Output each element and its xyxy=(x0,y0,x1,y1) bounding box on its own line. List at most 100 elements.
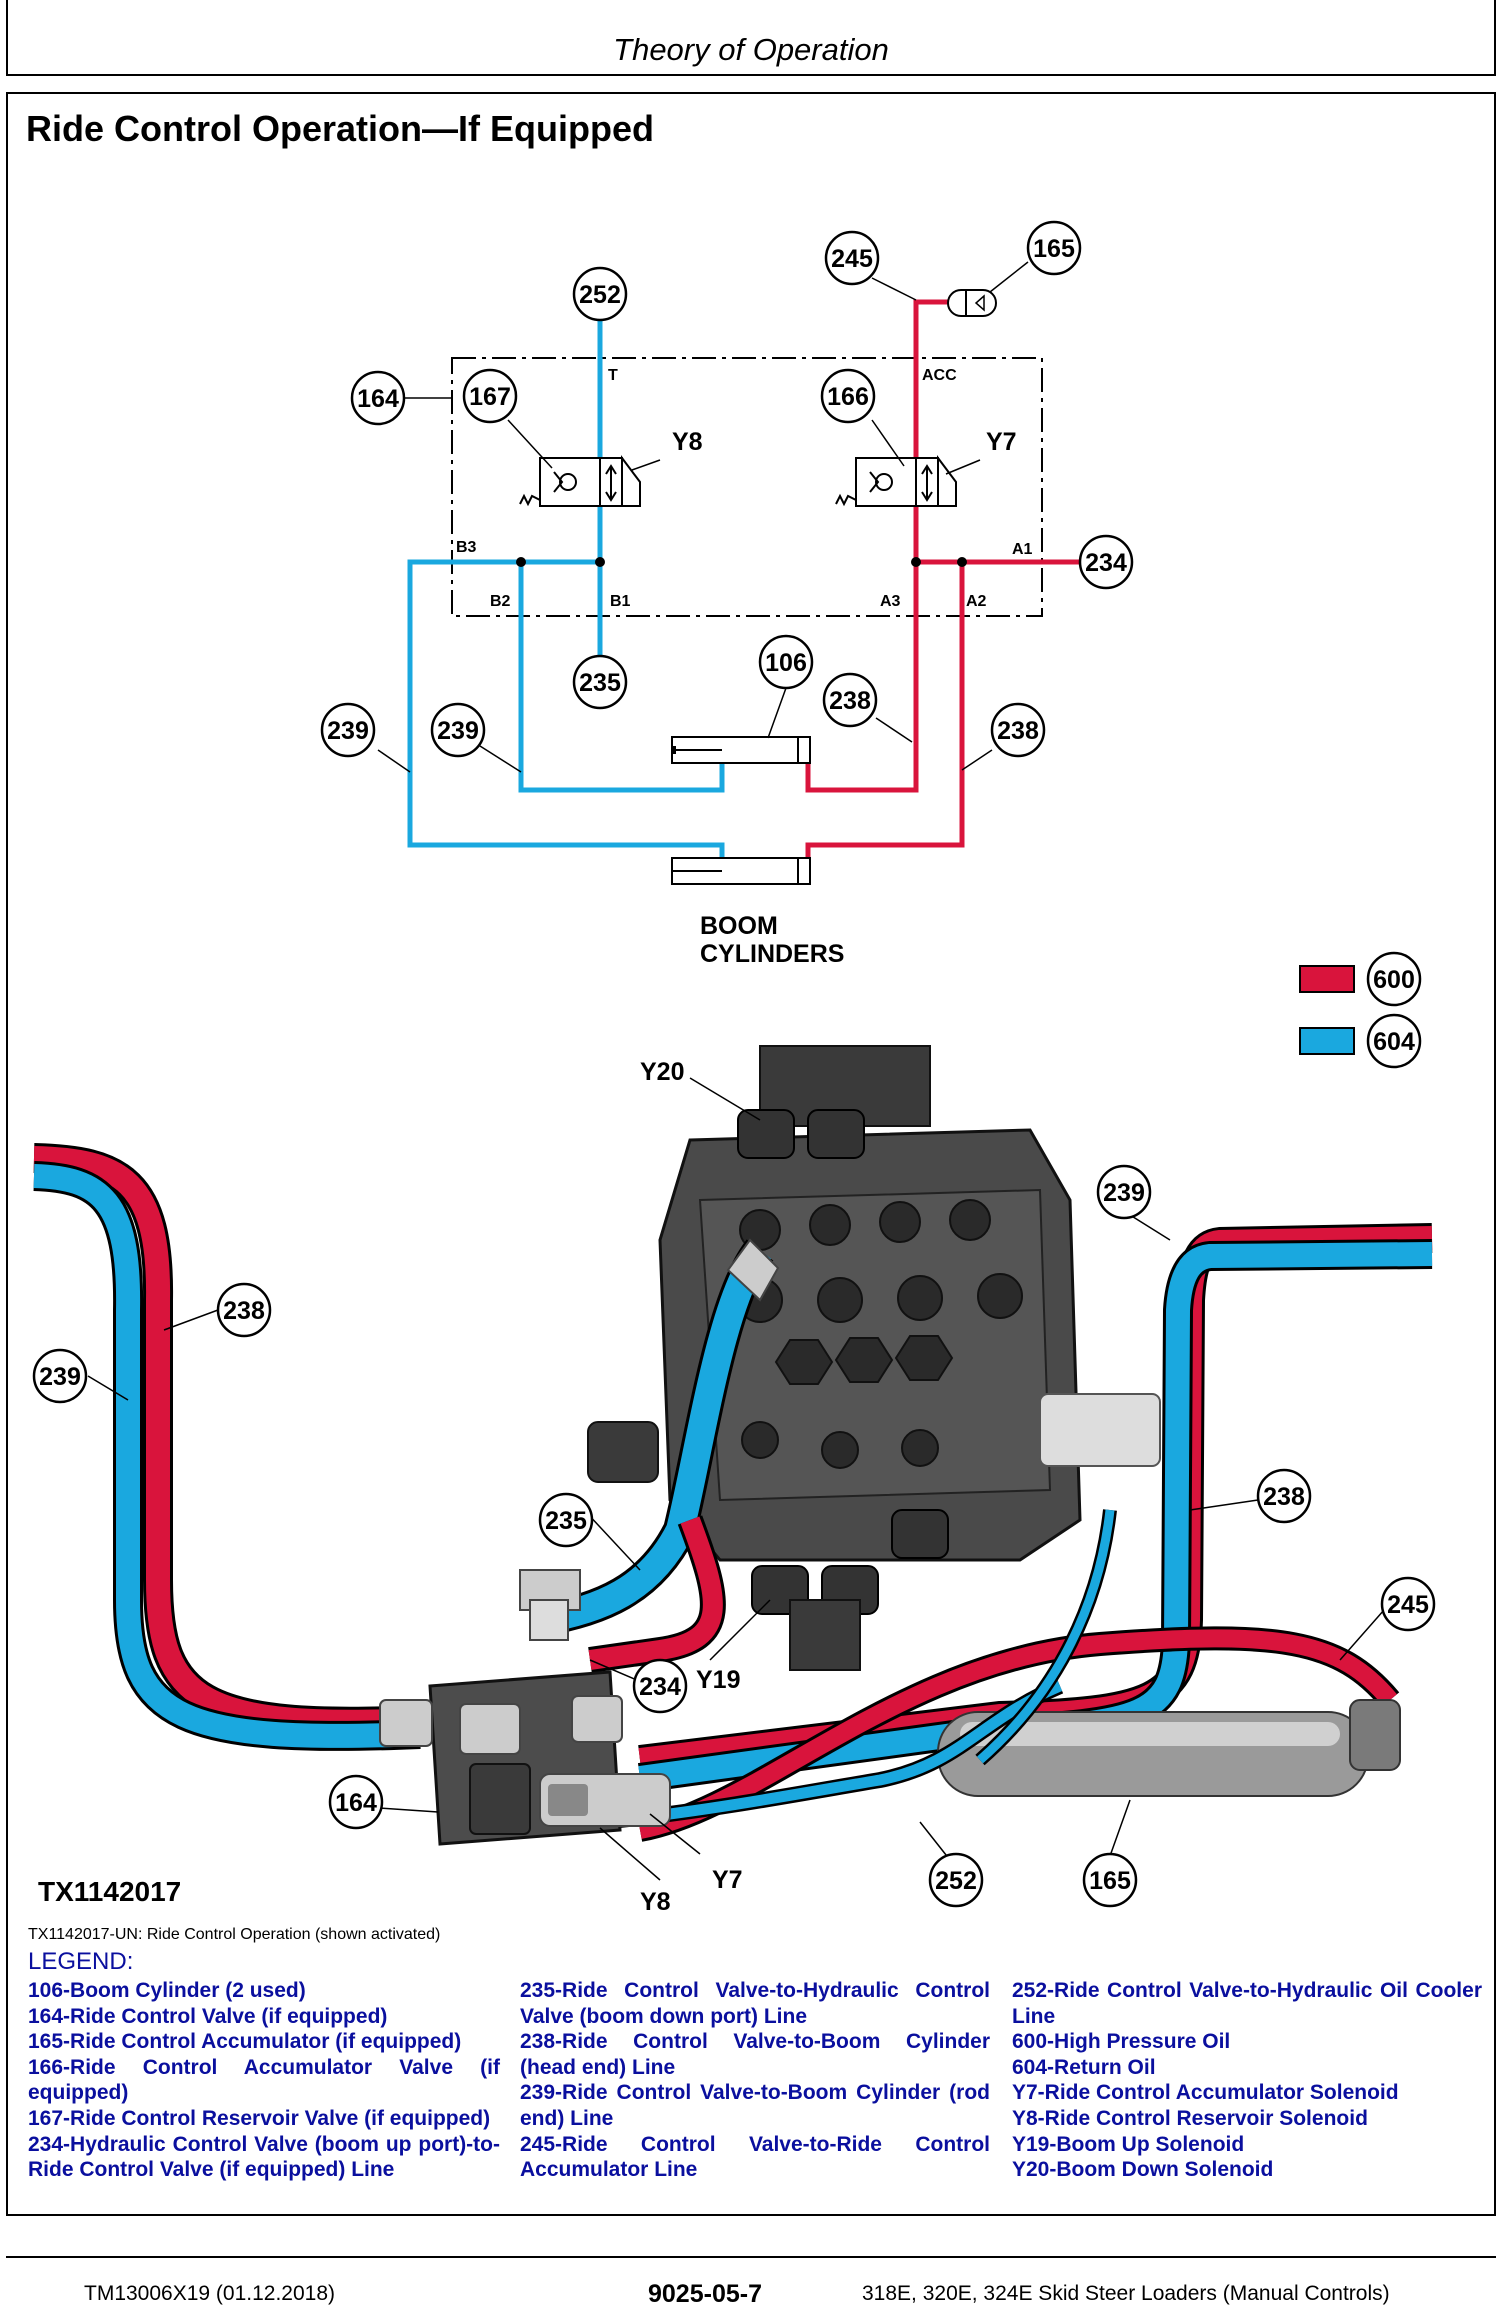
svg-text:239: 239 xyxy=(39,1363,81,1391)
callout-239: 239 xyxy=(430,702,486,758)
legend-item: 604-Return Oil xyxy=(1012,2055,1156,2079)
junction-dots xyxy=(516,557,967,567)
legend-item: 106-Boom Cylinder (2 used) xyxy=(28,1979,306,2002)
callout-164: 164 xyxy=(350,370,406,426)
key-600-label: 600 xyxy=(1373,966,1415,994)
port-acc: ACC xyxy=(922,367,957,384)
photo-callout-164: 164 xyxy=(328,1774,384,1830)
hose-239-left xyxy=(33,1164,421,1748)
svg-text:167: 167 xyxy=(469,383,511,411)
photo-y8-label: Y8 xyxy=(640,1888,671,1916)
legend-item: 238-Ride Control Valve-to-Boom Cylinder … xyxy=(520,2030,990,2079)
legend-column-2: 235-Ride Control Valve-to-Hydraulic Cont… xyxy=(520,1978,990,2183)
port-labels: T ACC B3 B2 B1 A3 A2 A1 xyxy=(456,367,1033,610)
callout-166: 166 xyxy=(820,368,876,424)
high-pressure-swatch xyxy=(1299,965,1355,993)
photo-callout-165: 165 xyxy=(1082,1852,1138,1908)
legend-column-3: 252-Ride Control Valve-to-Hydraulic Oil … xyxy=(1012,1978,1482,2183)
port-b2: B2 xyxy=(490,593,511,610)
accumulator-165 xyxy=(937,1699,1401,1797)
legend-item: 245-Ride Control Valve-to-Ride Control A… xyxy=(520,2132,990,2182)
legend-title: LEGEND: xyxy=(28,1948,134,1975)
hose-252b xyxy=(977,1509,1115,1764)
boom-cylinders-label-line2: CYLINDERS xyxy=(700,940,844,968)
port-a1: A1 xyxy=(1012,541,1033,558)
port-b3: B3 xyxy=(456,539,477,556)
port-t: T xyxy=(608,367,618,384)
callout-234: 234 xyxy=(1078,534,1134,590)
page-header: Theory of Operation xyxy=(6,0,1496,76)
svg-text:239: 239 xyxy=(327,717,369,745)
photo-callout-238: 238 xyxy=(216,1282,272,1338)
boom-cylinders-label-line1: BOOM xyxy=(700,912,778,940)
legend-item: Y20-Boom Down Solenoid xyxy=(1012,2158,1274,2182)
legend-item: Y19-Boom Up Solenoid xyxy=(1012,2132,1245,2156)
high-pressure-oil-lines xyxy=(805,299,1088,868)
svg-text:235: 235 xyxy=(545,1507,587,1535)
boom-cylinder-symbol-1 xyxy=(671,736,811,764)
hose-235 xyxy=(537,1241,772,1634)
footer-doc-id: TM13006X19 (01.12.2018) xyxy=(84,2282,336,2305)
accumulator-valve-symbol xyxy=(835,455,957,507)
reservoir-valve-symbol xyxy=(519,455,641,507)
svg-text:164: 164 xyxy=(357,385,399,413)
svg-text:166: 166 xyxy=(827,383,869,411)
figure-id: TX1142017 xyxy=(38,1876,182,1907)
figure-caption: TX1142017-UN: Ride Control Operation (sh… xyxy=(28,1926,441,1943)
svg-text:238: 238 xyxy=(829,687,871,715)
hose-238-left xyxy=(33,1146,421,1734)
callout-106: 106 xyxy=(758,634,814,690)
schematic: T ACC B3 B2 B1 A3 A2 A1 Y8 Y7 BOOM CYLIN… xyxy=(320,220,1134,968)
svg-text:252: 252 xyxy=(579,281,621,309)
return-oil-lines xyxy=(407,320,725,871)
callout-238: 238 xyxy=(990,702,1046,758)
hose-234 xyxy=(588,1516,723,1670)
svg-text:234: 234 xyxy=(1085,549,1127,577)
content-frame xyxy=(6,92,1496,2216)
legend-item: 239-Ride Control Valve-to-Boom Cylinder … xyxy=(520,2081,990,2130)
photo-y7-label: Y7 xyxy=(712,1866,743,1894)
hydraulic-control-valve xyxy=(587,1045,1161,1671)
legend-item: 235-Ride Control Valve-to-Hydraulic Cont… xyxy=(520,1979,990,2028)
port-b1: B1 xyxy=(610,593,631,610)
schematic-leaders xyxy=(377,261,1088,773)
schematic-callouts: 252 164 167 245 165 166 234 235 106 238 … xyxy=(320,220,1134,758)
footer-divider xyxy=(6,2256,1496,2258)
photo-callout-245: 245 xyxy=(1380,1576,1436,1632)
boom-cylinder-symbol-2 xyxy=(671,857,811,885)
callout-165: 165 xyxy=(1026,220,1082,276)
photo-callout-239: 239 xyxy=(32,1348,88,1404)
callout-245: 245 xyxy=(824,230,880,286)
svg-text:165: 165 xyxy=(1033,235,1075,263)
fitting-235 xyxy=(726,1238,780,1302)
svg-text:165: 165 xyxy=(1089,1867,1131,1895)
footer-model: 318E, 320E, 324E Skid Steer Loaders (Man… xyxy=(862,2282,1390,2305)
key-604-label: 604 xyxy=(1373,1028,1415,1056)
solenoid-y8-label: Y8 xyxy=(672,428,703,456)
photo-callout-235: 235 xyxy=(538,1492,594,1548)
legend-column-1: 106-Boom Cylinder (2 used) 164-Ride Cont… xyxy=(28,1978,500,2183)
svg-text:235: 235 xyxy=(579,669,621,697)
svg-text:245: 245 xyxy=(1387,1591,1429,1619)
hose-outline-left-2 xyxy=(33,1161,421,1751)
svg-text:239: 239 xyxy=(437,717,479,745)
legend-item: 600-High Pressure Oil xyxy=(1012,2030,1231,2054)
key-600-circle xyxy=(1366,951,1422,1007)
accumulator-symbol xyxy=(947,289,997,317)
photo-callout-252: 252 xyxy=(928,1852,984,1908)
legend-item: 165-Ride Control Accumulator (if equippe… xyxy=(28,2030,462,2054)
ride-control-valve-164 xyxy=(379,1569,671,1846)
svg-text:239: 239 xyxy=(1103,1179,1145,1207)
legend-item: Y8-Ride Control Reservoir Solenoid xyxy=(1012,2106,1368,2130)
callout-252: 252 xyxy=(572,266,628,322)
svg-text:238: 238 xyxy=(1263,1483,1305,1511)
port-a2: A2 xyxy=(966,593,987,610)
footer-page-number: 9025-05-7 xyxy=(648,2280,762,2308)
callout-239: 239 xyxy=(320,702,376,758)
svg-text:164: 164 xyxy=(335,1789,377,1817)
legend-item: 166-Ride Control Accumulator Valve (if e… xyxy=(28,2055,500,2105)
callout-238: 238 xyxy=(822,672,878,728)
photo-y19-label: Y19 xyxy=(696,1666,740,1694)
svg-text:238: 238 xyxy=(223,1297,265,1325)
